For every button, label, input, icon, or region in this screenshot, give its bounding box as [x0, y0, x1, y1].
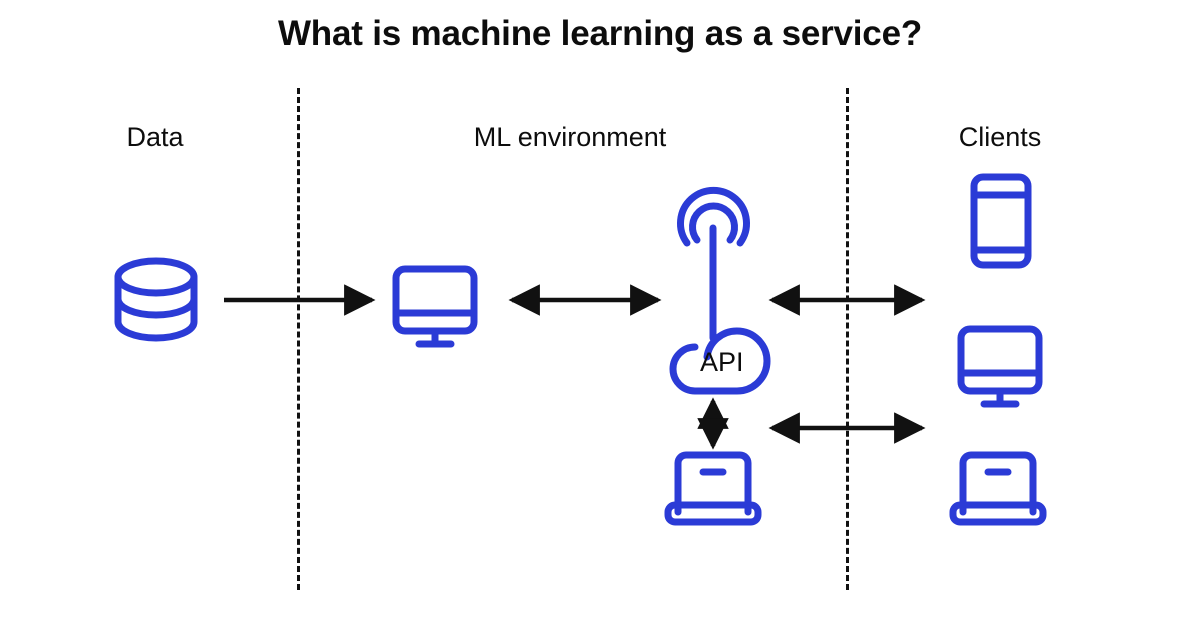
monitor-icon-ml — [392, 265, 478, 348]
column-label-ml-environment: ML environment — [473, 122, 667, 152]
divider-right-dashed — [846, 88, 849, 590]
database-icon — [114, 257, 198, 342]
divider-left-dashed — [297, 88, 300, 590]
laptop-icon-client — [949, 451, 1047, 526]
cloud-antenna-icon — [669, 186, 771, 395]
column-label-clients: Clients — [958, 122, 1042, 152]
api-label: API — [700, 347, 744, 377]
monitor-icon-client — [957, 325, 1043, 408]
laptop-icon-ml — [664, 451, 762, 526]
column-label-data: Data — [126, 122, 184, 152]
page-title: What is machine learning as a service? — [277, 14, 923, 53]
smartphone-icon — [970, 173, 1032, 269]
